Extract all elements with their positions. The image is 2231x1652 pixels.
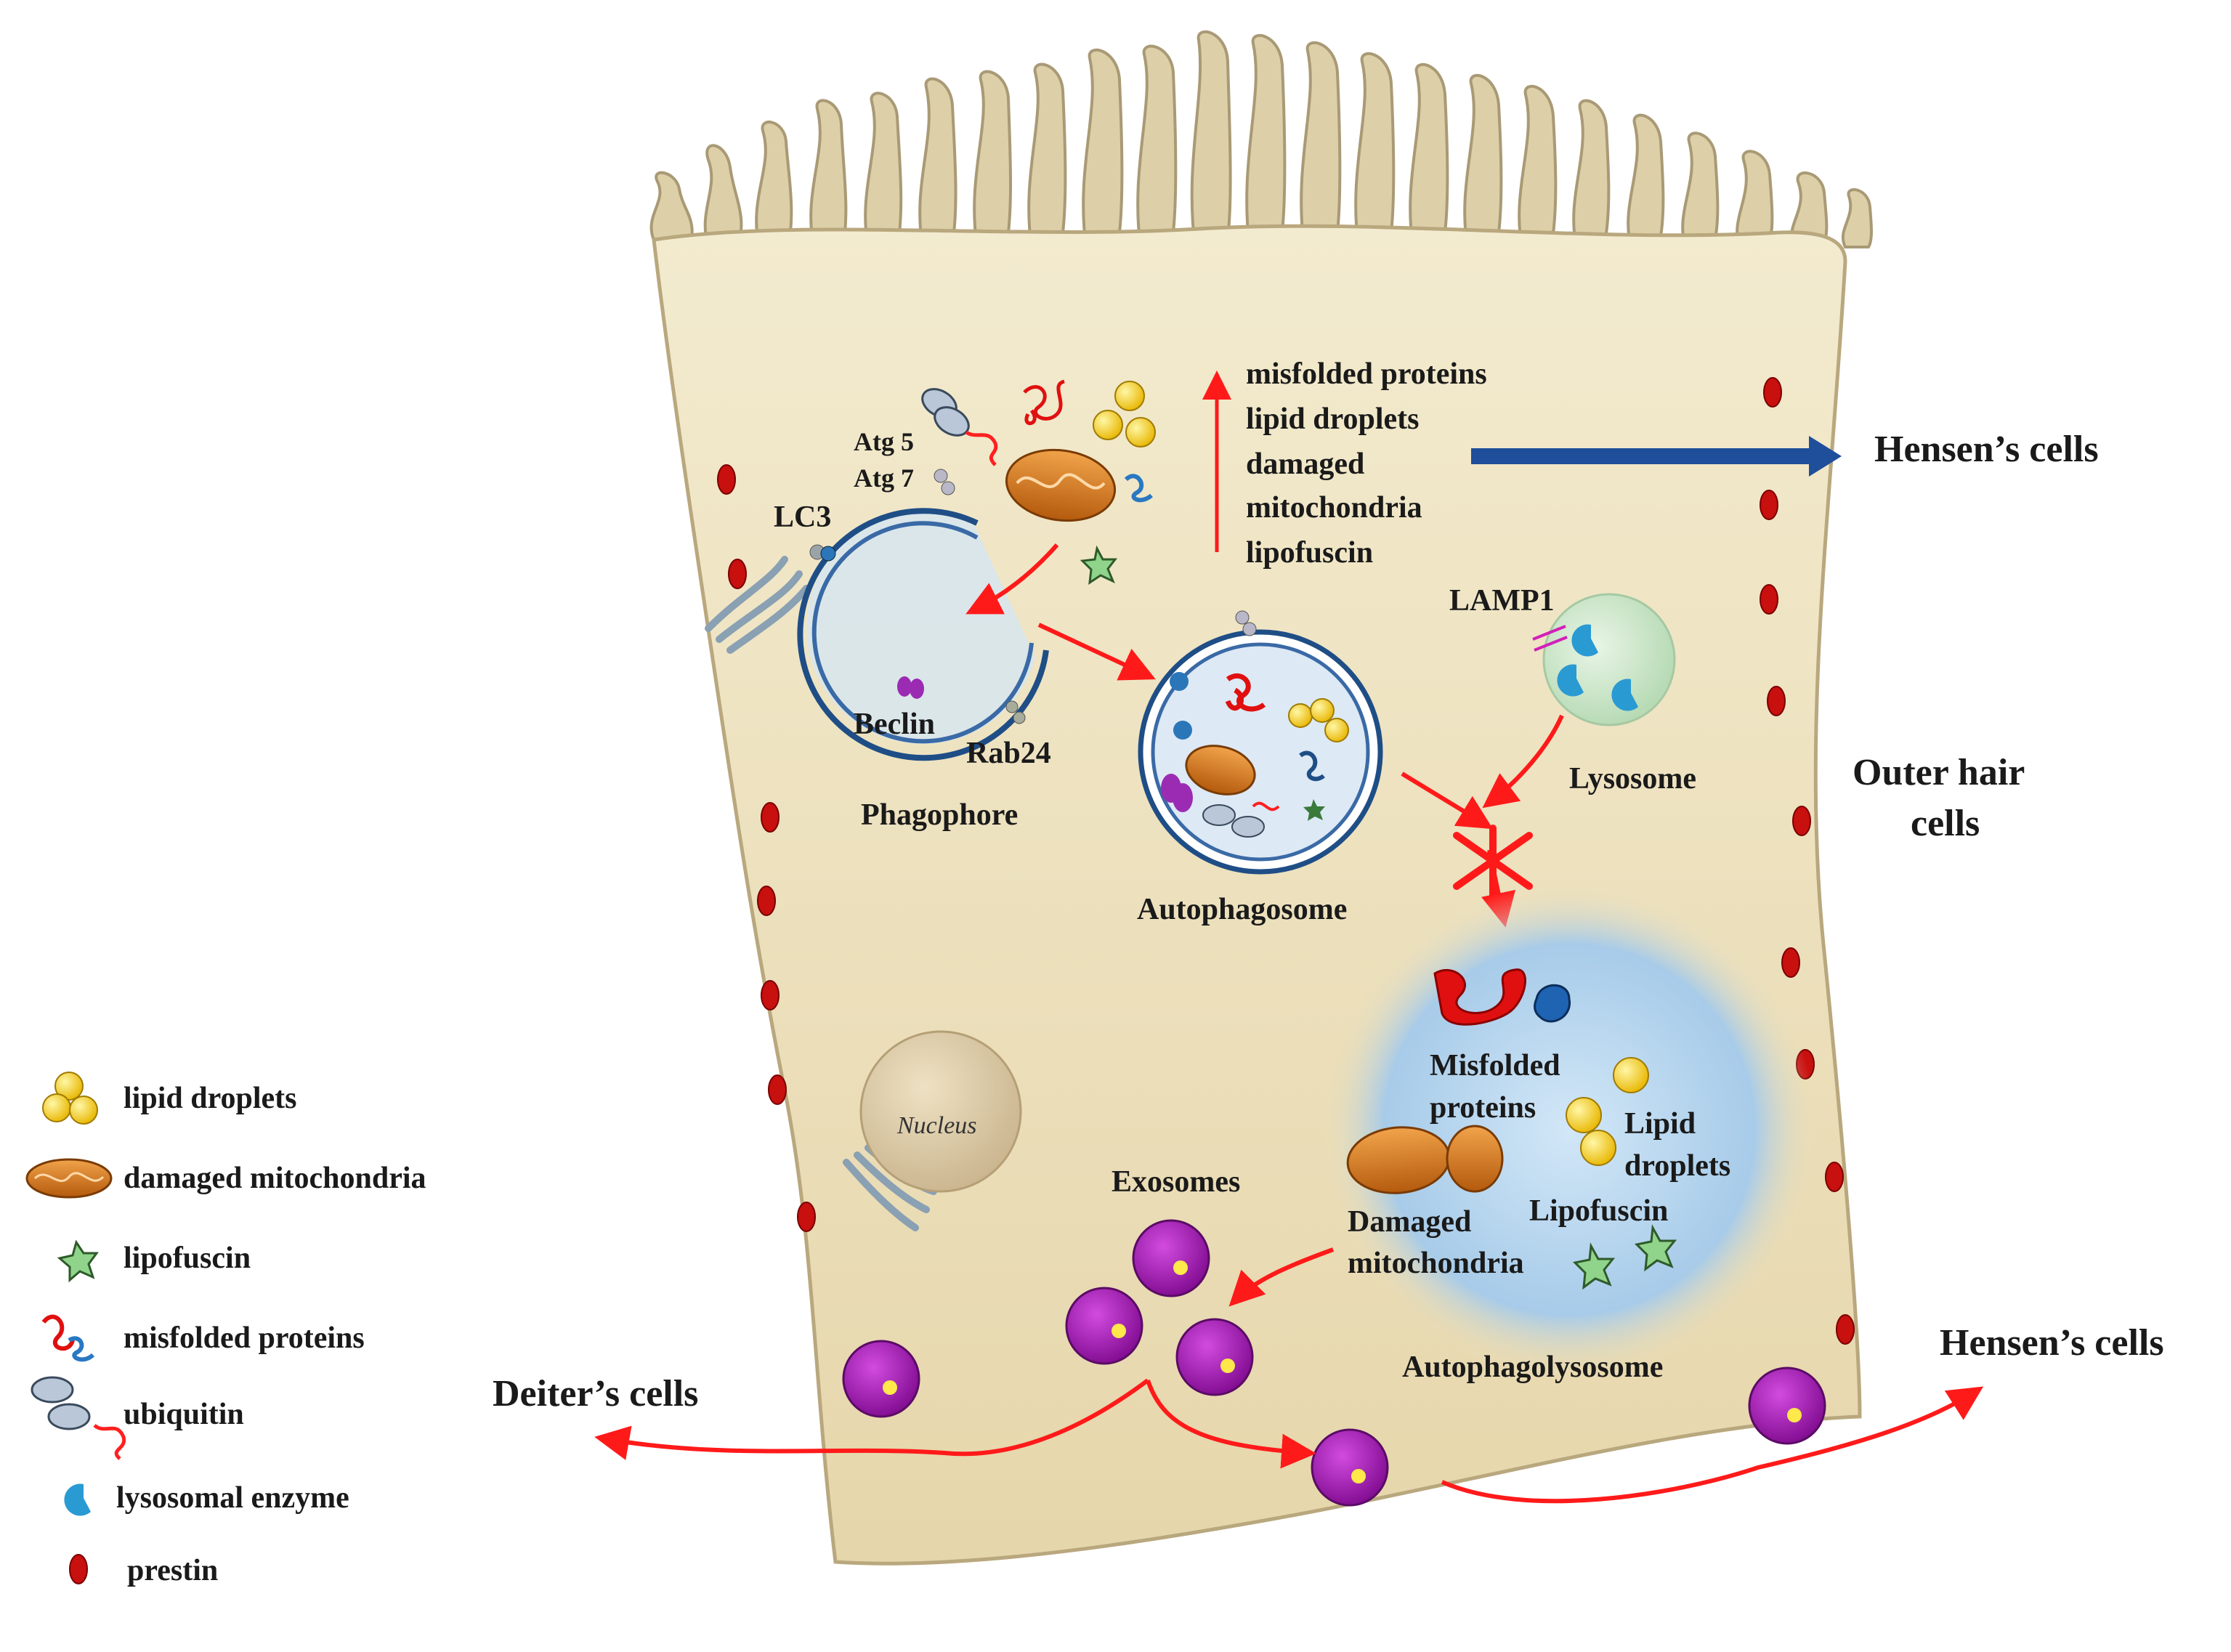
exosome — [1748, 1366, 1826, 1445]
legend-item-ubiquitin: ubiquitin — [31, 1376, 244, 1460]
ubiquitin-icon — [31, 1376, 126, 1460]
golgi-stack — [705, 556, 810, 654]
blocked-fusion-x — [1453, 825, 1533, 901]
al-damaged-label-2: mitochondria — [1348, 1247, 1524, 1280]
legend-label: lipid droplets — [124, 1082, 296, 1115]
legend-label: damaged mitochondria — [124, 1162, 426, 1195]
outer-hair-cells-label-line2: cells — [1911, 803, 1980, 844]
lamp1-label: LAMP1 — [1449, 584, 1555, 618]
misfolded-proteins-icon — [41, 1314, 95, 1362]
lc3-label: LC3 — [774, 501, 831, 534]
stereocilia — [649, 30, 1873, 248]
beclin-label: Beclin — [854, 708, 935, 741]
al-damaged-label-1: Damaged — [1348, 1205, 1471, 1239]
accumulation-line-3: damaged — [1246, 448, 1364, 481]
accumulation-line-1: misfolded proteins — [1246, 357, 1487, 391]
damaged-mitochondria-icon — [25, 1158, 113, 1199]
legend-label: prestin — [127, 1554, 218, 1587]
lipid-droplets-cluster — [1093, 381, 1156, 448]
accumulation-line-4: mitochondria — [1246, 491, 1422, 525]
misfolded-protein-top — [1023, 379, 1065, 426]
phagophore — [797, 508, 1049, 761]
accumulation-line-5: lipofuscin — [1246, 536, 1373, 570]
autophagolysosome-label: Autophagolysosome — [1402, 1351, 1663, 1384]
flow-arrows — [965, 543, 1564, 1307]
atg7-label: Atg 7 — [854, 463, 914, 493]
damaged-mitochondrion-top — [1005, 448, 1117, 522]
al-lipofuscin-label: Lipofuscin — [1529, 1194, 1668, 1228]
deiters-cells-label: Deiter’s cells — [493, 1373, 698, 1414]
legend-label: ubiquitin — [124, 1398, 244, 1431]
exosome — [1132, 1219, 1210, 1297]
prestin-markers — [717, 377, 1855, 1345]
legend: lipid droplets damaged mitochondria lipo… — [25, 1072, 426, 1587]
exosome — [1175, 1318, 1254, 1396]
exosome — [842, 1340, 920, 1418]
lipid-droplets-icon — [42, 1072, 98, 1125]
nucleus-label: Nucleus — [896, 1112, 977, 1139]
diagram-labels: Hensen’s cells Hensen’s cells Deiter’s c… — [493, 357, 2164, 1414]
al-lipid-label-2: droplets — [1624, 1149, 1730, 1183]
hensens-cells-label-top: Hensen’s cells — [1874, 429, 2099, 470]
legend-label: misfolded proteins — [124, 1321, 365, 1355]
legend-item-lipofuscin: lipofuscin — [57, 1239, 251, 1283]
lipofuscin-icon — [57, 1239, 99, 1283]
lysosome-label: Lysosome — [1569, 762, 1696, 795]
exosome — [1065, 1287, 1143, 1365]
legend-item-prestin: prestin — [69, 1554, 218, 1587]
nucleus — [859, 1030, 1022, 1193]
legend-item-lipid-droplets: lipid droplets — [42, 1072, 296, 1125]
autophagosome-label: Autophagosome — [1137, 893, 1347, 926]
exosome-export-arrows — [594, 1378, 1984, 1504]
misfolded-protein-blue-top — [1124, 474, 1153, 503]
legend-item-misfolded-proteins: misfolded proteins — [41, 1314, 365, 1362]
exosomes-label: Exosomes — [1112, 1165, 1240, 1199]
al-misfolded-label-1: Misfolded — [1430, 1049, 1560, 1082]
lysosomal-enzyme-icon — [64, 1483, 91, 1516]
autophagolysosome — [1322, 883, 1816, 1377]
legend-label: lipofuscin — [124, 1242, 251, 1275]
legend-item-lysosomal-enzyme: lysosomal enzyme — [64, 1481, 349, 1516]
rab24-label: Rab24 — [966, 737, 1051, 770]
legend-item-damaged-mitochondria: damaged mitochondria — [25, 1158, 426, 1199]
legend-label: lysosomal enzyme — [116, 1481, 349, 1515]
arrow-to-hensens-top — [1471, 436, 1842, 477]
autophagosome — [1138, 610, 1383, 875]
outer-hair-cells-label-line1: Outer hair — [1853, 752, 2025, 793]
phagophore-markers — [809, 469, 1026, 724]
phagophore-label: Phagophore — [861, 798, 1018, 832]
prestin-icon — [69, 1554, 88, 1584]
exosome — [1311, 1428, 1389, 1507]
lipofuscin-top — [1080, 545, 1118, 586]
accumulation-line-2: lipid droplets — [1246, 402, 1419, 436]
lysosome — [1532, 593, 1676, 726]
atg5-label: Atg 5 — [854, 427, 914, 456]
exosomes — [842, 1219, 1826, 1507]
hensens-cells-label-bottom: Hensen’s cells — [1940, 1322, 2164, 1364]
ubiquitin-cluster — [921, 388, 998, 466]
al-misfolded-label-2: proteins — [1430, 1091, 1536, 1125]
al-lipid-label-1: Lipid — [1624, 1107, 1696, 1141]
